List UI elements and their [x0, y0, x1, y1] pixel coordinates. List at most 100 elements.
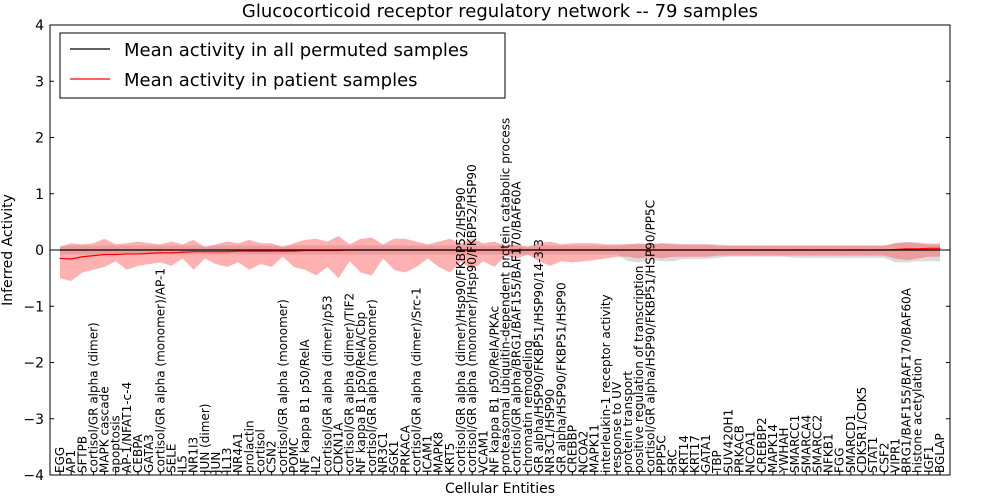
x-tick-label: GR alpha/HSP90/FKBP51/HSP90/14-3-3: [532, 239, 546, 473]
x-tick-label: GATA1: [699, 434, 713, 473]
x-tick-label: BRG1/BAF155/BAF170/BAF60A: [900, 287, 914, 473]
patient-point: [905, 248, 908, 250]
patient-point: [170, 252, 172, 254]
x-tick-label: NR3C1/HSP90: [543, 389, 557, 473]
y-tick-label: 2: [35, 131, 44, 147]
x-tick-label: NF kappa B1 p50/RelA/Cbp: [354, 312, 368, 473]
x-tick-label: MAPK14: [766, 424, 780, 473]
patient-confidence-band: [60, 235, 940, 281]
x-tick-label: MAPK cascade: [98, 386, 112, 473]
x-tick-label: CEBPA: [131, 433, 145, 473]
x-tick-label: GATA3: [142, 434, 156, 473]
x-tick-label: positive regulation of transcription: [632, 266, 646, 473]
x-tick-label: cortisol/GR alpha (dimer)/Hsp90/FKBP52/H…: [454, 187, 468, 473]
x-tick-label: NCOA2: [577, 431, 591, 473]
x-tick-label: cortisol/GR alpha (dimer)/p53: [320, 295, 334, 473]
permuted-band-area: [60, 242, 940, 263]
x-tick-label: histone acetylation: [911, 358, 925, 473]
x-tick-label: SUV420H1: [721, 409, 735, 473]
x-tick-label: cortisol/GR alpha (monomer)/AP-1: [153, 268, 167, 473]
patient-point: [271, 250, 273, 252]
x-tick-label: FGG: [833, 448, 847, 474]
patient-point: [115, 253, 117, 256]
x-tick-label: VCAM1: [476, 430, 490, 473]
x-tick-label: SGK1: [387, 441, 401, 473]
y-tick-label: −4: [23, 468, 44, 484]
x-tick-label: IL5: [176, 455, 190, 473]
x-tick-label: EGG: [53, 447, 67, 473]
x-tick-label: KRT5: [443, 443, 457, 473]
x-tick-label: VIPR1: [888, 438, 902, 473]
y-tick-label: −3: [23, 412, 44, 428]
patient-point: [81, 256, 83, 258]
patient-point: [193, 251, 195, 253]
x-axis-label: Cellular Entities: [445, 481, 555, 497]
y-tick-label: 3: [35, 74, 44, 90]
x-tick-label: BGLAP: [933, 433, 947, 473]
x-tick-label: MAPK11: [588, 424, 602, 473]
x-tick-label: CREBBP: [565, 425, 579, 473]
x-tick-label: CDK5R1/CDK5: [855, 387, 869, 473]
x-tick-label: NR1I3: [187, 437, 201, 473]
x-tick-label: IL13: [220, 448, 234, 474]
x-tick-label: AP-1/NFAT1-c-4: [120, 382, 134, 473]
x-tick-label: NF kappa B1 p50/RelA/PKAc: [487, 306, 501, 473]
patient-point: [917, 248, 919, 250]
patient-point: [293, 250, 295, 252]
x-tick-label: cortisol/GR alpha (monomer): [276, 299, 290, 473]
x-tick-label: protein transport: [621, 371, 635, 473]
patient-point: [148, 252, 150, 254]
x-tick-label: POMC: [287, 438, 301, 473]
x-tick-label: MAPK8: [432, 432, 446, 473]
patient-point: [137, 253, 139, 255]
x-tick-label: CSF2: [877, 442, 891, 473]
x-tick-label: NF kappa B1 p50/RelA: [298, 339, 312, 473]
x-tick-label: PPP5C: [655, 435, 669, 473]
x-tick-label: NR4A1: [231, 432, 245, 473]
patient-point: [126, 253, 128, 255]
x-tick-label: TBP: [710, 450, 724, 474]
patient-point: [59, 257, 61, 260]
x-tick-label: STAT1: [866, 437, 880, 473]
patient-point: [159, 252, 161, 254]
x-tick-label: AP1: [64, 450, 78, 473]
x-tick-label: JUN: [209, 452, 223, 474]
permuted-confidence-band: [60, 242, 940, 263]
plot-frame: [49, 24, 951, 476]
x-tick-label: CDKN1A: [331, 422, 345, 473]
y-tick-label: 4: [35, 18, 44, 34]
x-tick-label: SMARCA4: [799, 415, 813, 473]
x-tick-label: PRKACB: [732, 425, 746, 473]
x-tick-label: cortisol/GR alpha (dimer)/Src-1: [409, 287, 423, 473]
x-tick-label: chromatin remodeling: [521, 340, 535, 473]
x-tick-label: SELE: [164, 444, 178, 473]
x-tick-label: CREBBP2: [755, 417, 769, 473]
patient-point: [181, 251, 184, 253]
x-tick-label: PRKACA: [398, 424, 412, 473]
x-tick-label: IL2: [309, 455, 323, 473]
x-tick-label: IGF1: [922, 446, 936, 473]
patient-point: [282, 250, 284, 252]
chart-title: Glucocorticoid receptor regulatory netwo…: [242, 1, 758, 22]
x-tick-label: response to UV: [610, 381, 624, 473]
patient-point: [226, 251, 228, 253]
x-tick-label: JUN (dimer): [198, 404, 212, 474]
patient-point: [259, 250, 262, 252]
x-tick-label: SRC: [666, 449, 680, 473]
y-tick-label: −1: [23, 299, 44, 315]
x-tick-label: CSN2: [265, 440, 279, 473]
patient-point: [103, 253, 106, 256]
x-tick-label: SMARCC2: [810, 415, 824, 473]
x-tick-label: SMARCD1: [844, 414, 858, 473]
x-tick-label: KRT17: [688, 435, 702, 473]
x-tick-label: SFTPB: [75, 436, 89, 473]
patient-point: [215, 251, 217, 253]
x-tick-label: proteasomal ubiquitin-dependent protein …: [499, 118, 513, 473]
patient-point: [928, 247, 930, 249]
x-tick-label: ICAM1: [421, 435, 435, 473]
x-tick-label: GR alpha/HSP90/FKBP51/HSP90: [554, 282, 568, 473]
x-tick-label: cortisol/GR alpha (monomer): [365, 299, 379, 473]
